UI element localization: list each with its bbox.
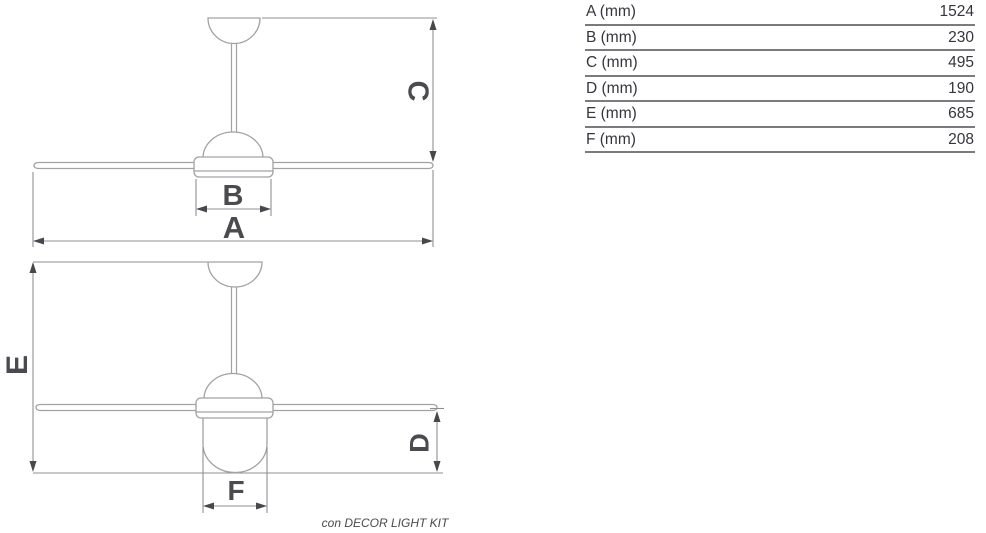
- dimension-c: C: [262, 17, 437, 162]
- table-row: E (mm) 685: [585, 102, 975, 128]
- canopy-shape: [207, 17, 261, 45]
- table-row: C (mm) 495: [585, 51, 975, 77]
- table-row: D (mm) 190: [585, 77, 975, 102]
- arrow-left-icon: [203, 502, 214, 510]
- dimension-label: A (mm): [586, 3, 636, 20]
- dimension-c-label: C: [402, 81, 434, 102]
- arrow-up-icon: [429, 19, 437, 30]
- light-kit-caption: con DECOR LIGHT KIT: [322, 516, 450, 530]
- table-row: F (mm) 208: [585, 128, 975, 153]
- motor-housing-shape: [193, 156, 274, 178]
- dimension-label: F (mm): [586, 130, 636, 148]
- fan-diagram: C: [1, 17, 450, 530]
- dimension-label: B (mm): [586, 28, 637, 46]
- dimension-value: 685: [948, 105, 974, 122]
- arrow-left-icon: [33, 237, 44, 245]
- dimension-f-label: F: [227, 475, 244, 506]
- dimension-table: A (mm) 1524 B (mm) 230 C (mm) 495 D (mm)…: [585, 0, 975, 153]
- downrod-shape: [230, 286, 238, 380]
- right-blade-shape: [273, 403, 438, 412]
- arrow-up-icon: [29, 262, 37, 273]
- left-blade-shape: [35, 403, 196, 412]
- dimension-e: E: [1, 261, 443, 474]
- table-row: A (mm) 1524: [585, 0, 975, 26]
- dimension-value: 495: [948, 54, 974, 71]
- dimension-value: 190: [948, 79, 974, 97]
- dimension-label: D (mm): [586, 79, 638, 97]
- dimension-a: A: [32, 170, 434, 247]
- arrow-right-icon: [260, 205, 271, 213]
- dimension-value: 208: [948, 130, 974, 148]
- dimension-d-label: D: [405, 433, 435, 453]
- right-blade-shape: [273, 161, 434, 170]
- dimension-a-label: A: [223, 210, 245, 245]
- bottom-fan-diagram: E: [1, 261, 450, 530]
- light-kit-shape: [202, 418, 268, 474]
- dimension-b: B: [195, 179, 272, 216]
- motor-housing-shape: [195, 397, 274, 419]
- left-blade-shape: [33, 161, 194, 170]
- arrow-down-icon: [429, 151, 437, 162]
- arrow-left-icon: [196, 205, 207, 213]
- dimension-e-label: E: [1, 355, 34, 375]
- downrod-shape: [230, 42, 238, 140]
- arrow-down-icon: [29, 461, 37, 472]
- top-fan-diagram: C: [32, 17, 437, 247]
- dimension-label: E (mm): [586, 105, 637, 122]
- motor-dome-shape: [202, 131, 264, 159]
- canopy-shape: [207, 261, 263, 288]
- dimension-b-label: B: [223, 180, 244, 212]
- dimension-f: F: [202, 447, 268, 513]
- dimension-d: D: [405, 407, 444, 472]
- arrow-down-icon: [433, 461, 441, 472]
- arrow-up-icon: [433, 411, 441, 422]
- motor-dome-shape: [203, 372, 263, 400]
- dimension-value: 230: [948, 28, 974, 46]
- dimension-value: 1524: [939, 3, 974, 20]
- table-row: B (mm) 230: [585, 26, 975, 51]
- dimension-label: C (mm): [586, 54, 638, 71]
- arrow-right-icon: [422, 237, 433, 245]
- arrow-right-icon: [256, 502, 267, 510]
